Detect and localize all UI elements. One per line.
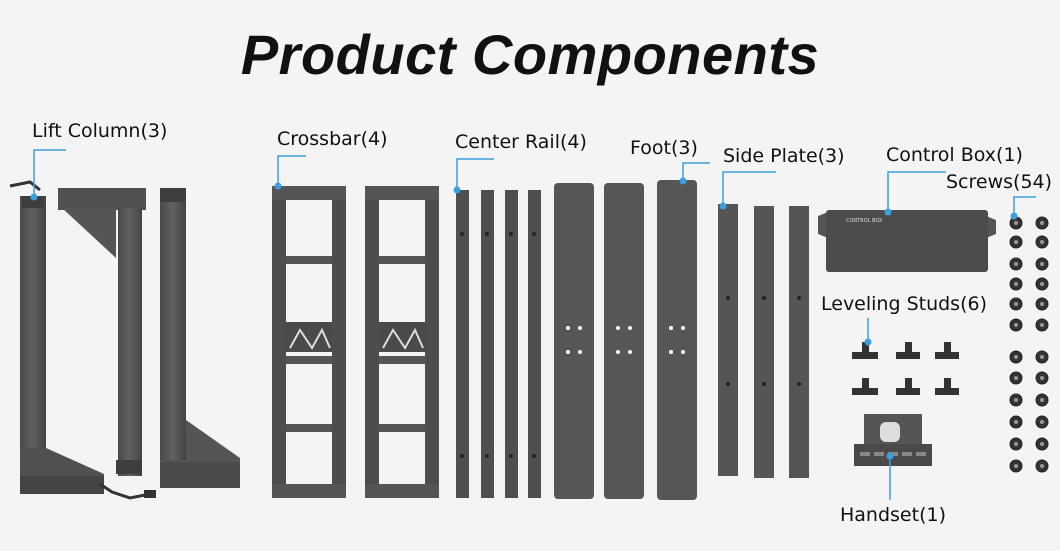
callout-lines	[33, 149, 1036, 500]
leveling-studs-part	[852, 342, 959, 395]
label-foot: Foot(3)	[630, 137, 698, 159]
label-leveling-studs: Leveling Studs(6)	[821, 293, 987, 315]
side-plate-part	[718, 204, 809, 478]
label-screws: Screws(54)	[946, 171, 1053, 193]
label-lift-column: Lift Column(3)	[32, 120, 168, 142]
handset-part	[854, 414, 932, 466]
page-title: Product Components	[240, 23, 820, 86]
screws-part	[1009, 216, 1049, 473]
label-side-plate: Side Plate(3)	[723, 145, 845, 167]
control-box-part: CONTROL BOX	[818, 210, 996, 272]
label-handset: Handset(1)	[840, 504, 946, 526]
lift-column-part	[9, 180, 240, 500]
label-crossbar: Crossbar(4)	[277, 128, 388, 150]
label-center-rail: Center Rail(4)	[455, 131, 587, 153]
foot-part	[554, 180, 697, 500]
label-control-box: Control Box(1)	[886, 144, 1023, 166]
center-rail-part	[456, 190, 541, 498]
control-box-print: CONTROL BOX	[846, 218, 883, 224]
callout-dots	[30, 177, 1018, 460]
crossbar-part	[272, 186, 439, 498]
